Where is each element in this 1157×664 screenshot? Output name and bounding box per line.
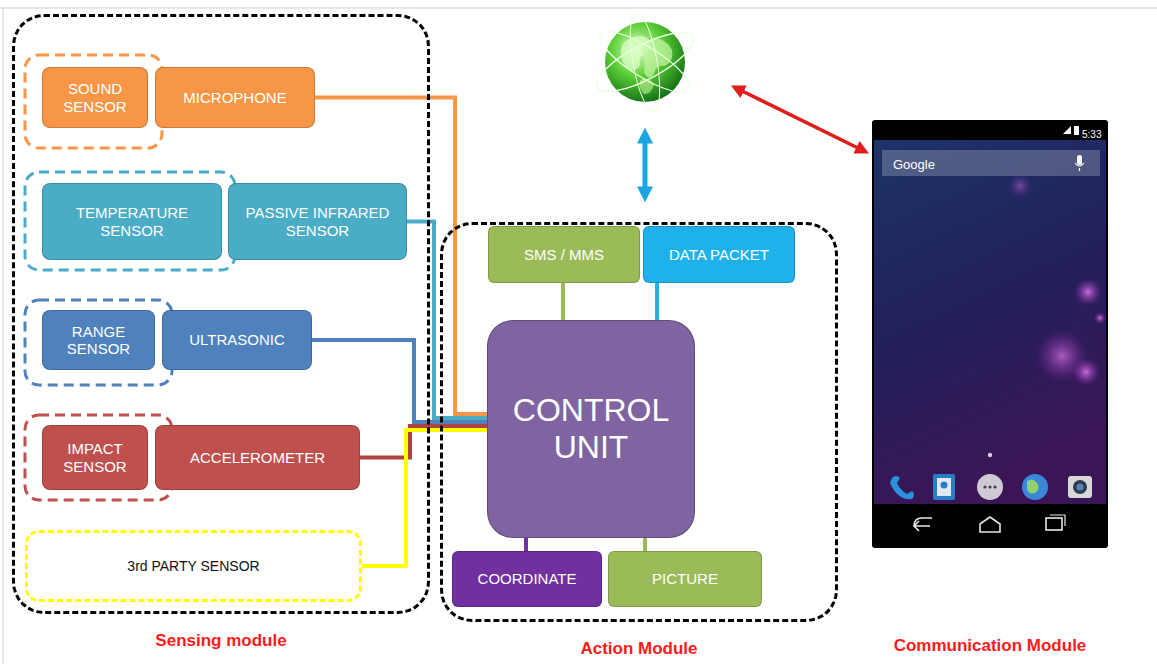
phone-app-icon — [890, 476, 914, 499]
label-slot: 5:33 — [1082, 124, 1106, 142]
output-box: SMS / MMS — [488, 226, 640, 283]
recents-button — [1050, 515, 1065, 526]
camera-app-icon — [1068, 476, 1092, 498]
box-label: DATA PACKET — [644, 244, 794, 265]
box-label: ACCELEROMETER — [156, 447, 359, 468]
box-label: RANGE SENSOR — [43, 321, 154, 360]
signal-wire — [524, 538, 528, 551]
box-label: COORDINATE — [453, 568, 601, 589]
battery-icon — [1074, 126, 1079, 135]
module-label: Action Module — [443, 639, 835, 659]
back-button — [914, 518, 932, 531]
globe-orbit — [589, 22, 700, 103]
apps-icon — [993, 485, 996, 488]
phone-body — [872, 120, 1108, 548]
search-text: Google — [893, 157, 935, 172]
group-outline — [25, 55, 162, 148]
camera-app-icon — [1073, 480, 1087, 494]
box-label: SMS / MMS — [489, 244, 639, 265]
globe-orbit — [593, 22, 697, 103]
signal-wire — [643, 538, 647, 551]
mic-icon — [1077, 155, 1082, 165]
sensor-slot: 3rd PARTY SENSOR — [25, 530, 362, 602]
signal-wire — [407, 222, 487, 419]
frame-line — [0, 8, 1157, 9]
apps-icon — [983, 485, 986, 488]
signal-wire — [561, 283, 565, 320]
browser-app-icon — [1022, 474, 1048, 500]
clock-text: 5:33 — [1082, 129, 1101, 140]
group-outline — [25, 415, 172, 500]
orbit-dot — [653, 10, 657, 14]
signal-wire — [655, 283, 659, 320]
orbit-dot — [688, 36, 693, 41]
component-box: ACCELEROMETER — [155, 425, 360, 490]
browser-app-icon — [1027, 479, 1039, 493]
frame-line — [3, 8, 4, 664]
signal-wire — [362, 430, 487, 566]
sensor-box: SOUND SENSOR — [42, 67, 148, 128]
component-box: ULTRASONIC — [162, 310, 312, 370]
box-label: IMPACT SENSOR — [43, 438, 147, 477]
recents-button — [1046, 518, 1062, 530]
globe-orbit — [624, 11, 665, 114]
signal-wire — [312, 340, 487, 422]
component-box: MICROPHONE — [155, 67, 315, 128]
module-label: Sensing module — [15, 631, 427, 651]
smartphone-illustration — [872, 120, 1108, 548]
label-slot: Communication Module — [860, 636, 1120, 656]
screen-glow — [1072, 358, 1100, 386]
module-frame: Action ModuleSMS / MMSDATA PACKETCONTROL… — [440, 222, 838, 622]
output-box: DATA PACKET — [643, 226, 795, 283]
phone-screen — [874, 140, 1106, 504]
mic-icon — [1075, 163, 1084, 171]
group-outline — [25, 172, 235, 270]
box-label: SOUND SENSOR — [43, 78, 147, 117]
double-arrow — [643, 134, 648, 196]
contacts-app-icon — [933, 474, 955, 500]
apps-icon — [977, 474, 1003, 500]
globe-land — [642, 38, 672, 78]
component-box: PASSIVE INFRARED SENSOR — [228, 183, 407, 260]
orbit-dot — [596, 78, 601, 83]
double-arrow — [736, 88, 864, 151]
box-label: CONTROL UNIT — [488, 390, 694, 468]
sensor-box: TEMPERATURE SENSOR — [42, 183, 222, 260]
home-button — [980, 517, 1000, 532]
label-slot: Google — [893, 155, 973, 173]
screen-glow — [1094, 312, 1106, 324]
group-outline — [25, 300, 172, 385]
contacts-app-icon — [941, 482, 948, 489]
search-bar — [882, 150, 1100, 176]
apps-icon — [988, 485, 991, 488]
page-dot — [988, 453, 992, 457]
globe-icon — [589, 10, 700, 113]
contacts-app-icon — [937, 478, 951, 496]
control-unit: CONTROL UNIT — [487, 320, 695, 538]
output-box: PICTURE — [608, 551, 762, 607]
module-label: Communication Module — [894, 636, 1087, 655]
module-frame: Sensing moduleSOUND SENSORMICROPHONETEMP… — [12, 14, 430, 614]
output-box: COORDINATE — [452, 551, 602, 607]
signal-icon — [1063, 126, 1071, 134]
sensor-box: IMPACT SENSOR — [42, 425, 148, 490]
box-label: TEMPERATURE SENSOR — [43, 202, 221, 241]
box-label: ULTRASONIC — [163, 329, 311, 350]
sensor-box: RANGE SENSOR — [42, 310, 155, 370]
box-label: 3rd PARTY SENSOR — [28, 556, 359, 576]
box-label: PICTURE — [609, 568, 761, 589]
orbit-dot — [604, 30, 608, 34]
box-label: MICROPHONE — [156, 87, 314, 108]
screen-glow — [1008, 174, 1032, 198]
screen-glow — [1074, 278, 1102, 306]
camera-app-icon — [1077, 484, 1084, 491]
box-label: PASSIVE INFRARED SENSOR — [229, 202, 406, 241]
